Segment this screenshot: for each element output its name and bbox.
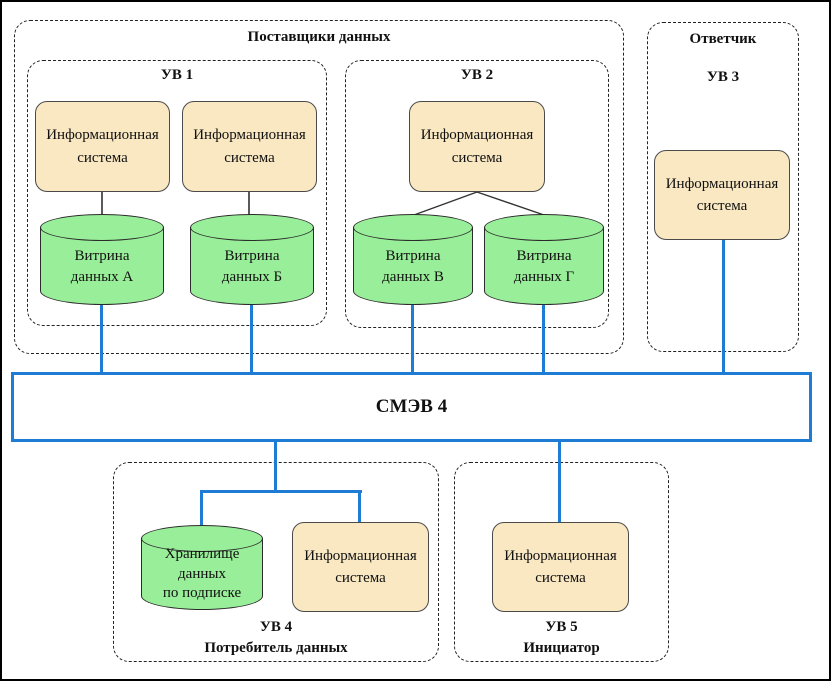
datamart-b-cylinder: Витрина данных Б <box>190 214 314 305</box>
group-data-providers: Поставщики данных <box>14 20 624 354</box>
connector-uv3-system-smev <box>722 238 725 374</box>
group-initiator-label: Инициатор <box>523 640 600 656</box>
connector-datamart-b-smev <box>250 302 253 374</box>
connector-smev-uv5-system <box>558 440 561 524</box>
connector-datamart-g-smev <box>542 302 545 374</box>
datamart-v-label: Витрина данных В <box>382 248 444 285</box>
group-uv4-label: УВ 4 <box>259 619 293 635</box>
datamart-g-top <box>484 214 604 241</box>
uv1-information-system-2: Информационная система <box>182 101 317 192</box>
datamart-a-top <box>40 214 164 241</box>
datamart-v-cylinder: Витрина данных В <box>353 214 473 305</box>
datamart-g-cylinder: Витрина данных Г <box>484 214 604 305</box>
uv1-information-system-1: Информационная система <box>35 101 170 192</box>
group-uv1: УВ 1 <box>27 60 327 326</box>
group-consumer-label: Потребитель данных <box>204 640 348 656</box>
group-uv1-label: УВ 1 <box>160 67 194 83</box>
subscription-storage-cylinder: Хранилище данных по подписке <box>141 525 263 610</box>
uv2-information-system: Информационная система <box>409 101 545 192</box>
subscription-storage-top <box>141 525 263 552</box>
smev-bus-label: СМЭВ 4 <box>375 396 448 417</box>
group-uv2: УВ 2 <box>345 60 609 328</box>
group-uv5-label: УВ 5 <box>545 619 578 635</box>
connector-datamart-a-smev <box>100 302 103 374</box>
datamart-a-cylinder: Витрина данных А <box>40 214 164 305</box>
uv3-information-system: Информационная система <box>654 150 790 240</box>
connector-uv4-branch <box>200 490 362 493</box>
smev-bus: СМЭВ 4 <box>11 372 812 442</box>
connector-branch-uv4-system <box>358 490 361 524</box>
datamart-v-top <box>353 214 473 241</box>
subscription-storage-label: Хранилище данных по подписке <box>162 546 242 601</box>
uv4-information-system: Информационная система <box>292 522 429 612</box>
group-responder-label: Ответчик <box>689 31 757 47</box>
group-uv3-label: УВ 3 <box>706 69 740 85</box>
group-uv5-initiator: УВ 5 Инициатор <box>454 462 669 662</box>
datamart-g-label: Витрина данных Г <box>513 248 575 285</box>
connector-smev-uv4 <box>274 440 277 493</box>
connector-uv1-system2-datamart-b <box>248 191 250 215</box>
datamart-b-label: Витрина данных Б <box>221 248 283 285</box>
datamart-b-top <box>190 214 314 241</box>
connector-uv2-system-datamarts <box>413 191 545 216</box>
connector-datamart-v-smev <box>411 302 414 374</box>
datamart-a-label: Витрина данных А <box>70 248 134 285</box>
group-uv2-label: УВ 2 <box>460 67 494 83</box>
connector-branch-storage <box>200 490 203 528</box>
group-data-providers-label: Поставщики данных <box>247 29 391 45</box>
connector-uv1-system1-datamart-a <box>101 191 103 215</box>
uv5-information-system: Информационная система <box>492 522 629 612</box>
